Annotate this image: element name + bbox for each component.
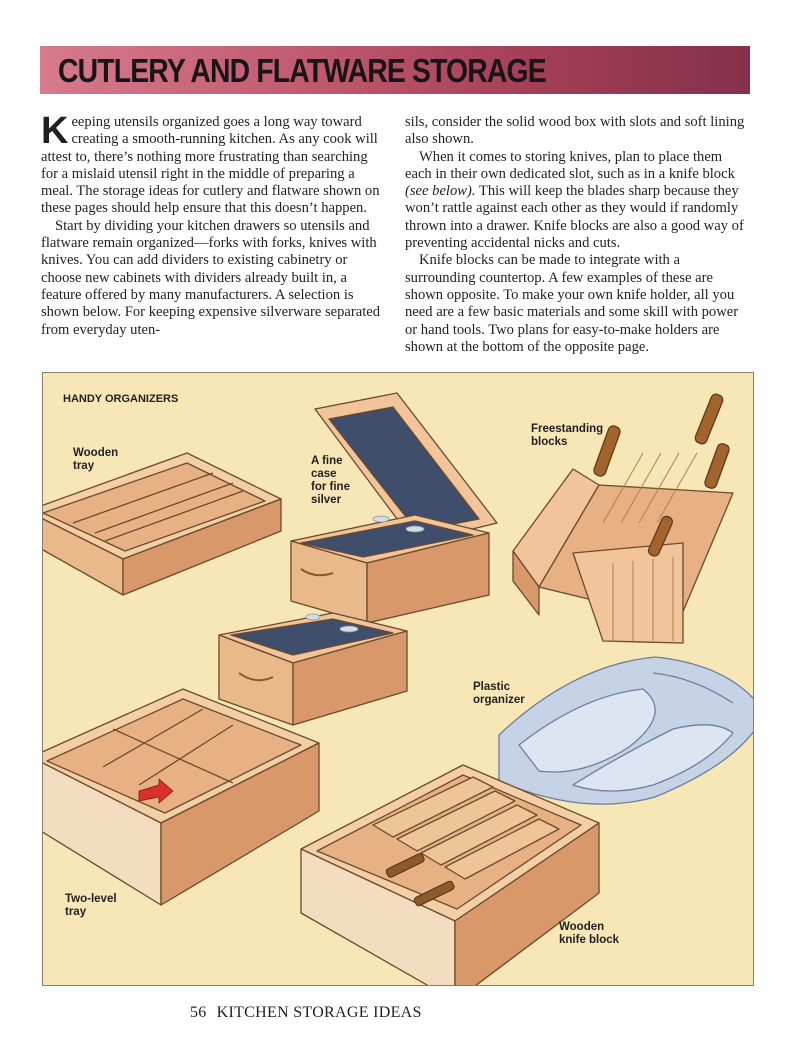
silver-case-drawing	[218, 392, 498, 726]
text-column-right: sils, consider the solid wood box with s…	[405, 114, 747, 356]
label-fine-case: A fine case for fine silver	[311, 455, 350, 506]
handy-organizers-illustration: HANDY ORGANIZERS Wooden tray A fine case…	[42, 372, 754, 986]
label-wooden-knife-block: Wooden knife block	[559, 921, 620, 946]
label-two-level-tray: Two-level tray	[65, 893, 117, 918]
two-level-tray-drawing	[43, 688, 320, 906]
paragraph-4-cont: This will keep the blades sharp because …	[405, 183, 744, 252]
page-footer: 56 KITCHEN STORAGE IDEAS	[190, 1004, 422, 1022]
paragraph-4-text: When it comes to storing knives, plan to…	[405, 148, 735, 182]
title-bar: CUTLERY AND FLATWARE STORAGE	[40, 46, 750, 94]
label-plastic-organizer: Plastic organizer	[473, 681, 525, 706]
page-title: CUTLERY AND FLATWARE STORAGE	[58, 52, 547, 89]
illustration-heading: HANDY ORGANIZERS	[63, 393, 179, 405]
paragraph-4: When it comes to storing knives, plan to…	[405, 149, 747, 253]
paragraph-3: sils, consider the solid wood box with s…	[405, 114, 745, 148]
freestanding-blocks-drawing	[512, 393, 734, 644]
wooden-knife-block-drawing	[300, 764, 600, 985]
paragraph-5: Knife blocks can be made to integrate wi…	[405, 252, 739, 355]
paragraph-1-text: eeping utensils organized goes a long wa…	[41, 114, 380, 217]
label-wooden-tray: Wooden tray	[73, 447, 119, 472]
paragraph-2: Start by dividing your kitchen drawers s…	[41, 217, 381, 338]
see-below-note: (see below).	[405, 183, 476, 200]
wooden-tray-drawing	[43, 452, 282, 596]
footer-section: KITCHEN STORAGE IDEAS	[216, 1004, 422, 1021]
page-number: 56	[190, 1004, 207, 1021]
organizers-drawing	[43, 392, 753, 985]
label-freestanding-blocks: Freestanding blocks	[531, 423, 604, 448]
drop-cap: K	[41, 110, 69, 152]
plastic-organizer-drawing	[498, 656, 753, 805]
